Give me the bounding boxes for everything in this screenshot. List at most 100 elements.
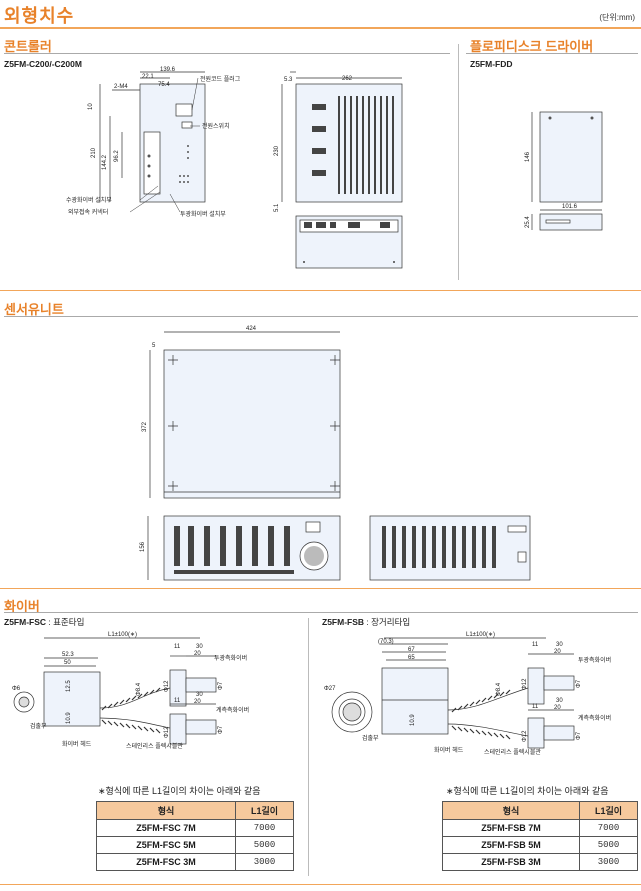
dim-2-m4: 2-M4 [114,84,128,90]
dim-75-4: 75.4 [158,82,170,88]
label-receiver-mount: 수광화이버 설치부 [66,196,112,204]
dim-25-4: 25.4 [525,216,531,228]
fiber-divider [308,618,309,876]
floppy-title: 플로피디스크 드라이버 [470,39,594,54]
row-model: Z5FM-FSB 5M [442,836,580,854]
dim-5-3: 5.3 [284,77,293,83]
fsc-dim-l1: L1±100(∗) [108,632,137,638]
fiber-rule [4,612,638,613]
table-header-row: 형식 L1길이 [442,801,638,820]
sensor-drawing: 424 5 372 156 [140,326,531,581]
fsb-model-line: Z5FM-FSB : 장거리타입 [322,616,410,628]
row-l1: 7000 [235,819,294,837]
fsb-dim-67: 67 [408,647,415,653]
dim-144-2: 144.2 [102,154,108,170]
sensor-title: 센서유니트 [4,302,64,317]
row-model: Z5FM-FSC 7M [96,819,236,837]
fsb-label-sensing: 검출부 [362,734,379,742]
controller-rule [4,53,450,54]
fsc-model: Z5FM-FSC [4,617,47,627]
label-emitter-mount: 투광화이버 설치부 [180,210,226,218]
fsb-dim-65: 65 [408,655,415,661]
fsc-label-emitter: 투광측화이버 [214,654,247,662]
fsc-dim-phi7a: Φ7 [218,681,224,690]
dim-156: 156 [140,541,146,552]
fsb-label-emitter: 투광측화이버 [578,656,611,664]
unit-label: (단위:mm) [599,13,635,22]
floppy-model: Z5FM-FDD [470,59,513,69]
fsb-label-head: 화이버 헤드 [434,746,464,754]
row-l1: 3000 [235,853,294,871]
fsb-dim-phi7a: Φ7 [576,679,582,688]
fiber-title: 화이버 [4,599,40,614]
dim-22-1: 22.1 [142,74,154,80]
fsb-dim-11b: 11 [532,704,539,710]
fsc-dim-12-5: 12.5 [66,680,72,692]
fsc-dim-phi7b: Φ7 [218,725,224,734]
fsc-dim-10-9: 10.9 [66,712,72,724]
controller-drawing: 139.6 22.1 75.4 2-M4 10 210 144.2 96.2 전… [66,67,403,269]
table-row: Z5FM-FSC 3M 3000 [96,853,294,871]
row-model: Z5FM-FSC 3M [96,853,236,871]
fsc-dim-phi8-4: Φ8.4 [136,682,142,696]
table-row: Z5FM-FSB 7M 7000 [442,819,638,837]
fsc-label-head: 화이버 헤드 [62,740,92,748]
fsb-dim-phi8-4: Φ8.4 [496,682,502,696]
fsb-label-tube: 스테인리스 플렉시블관 [484,748,541,756]
fsc-dim-50: 50 [64,660,71,666]
dim-210: 210 [91,147,97,158]
controller-title: 콘트롤러 [4,39,52,54]
table-header-model: 형식 [442,801,580,820]
sensor-header-rule [0,290,641,291]
fsc-length-table: 형식 L1길이 Z5FM-FSC 7M 7000 Z5FM-FSC 5M 500… [96,801,294,871]
fsb-dim-11a: 11 [532,642,539,648]
fsc-dim-phi12a: Φ12 [164,680,170,692]
fsc-dim-phi6: Φ6 [12,686,21,692]
dim-96-2: 96.2 [114,150,120,162]
dim-230: 230 [274,145,280,156]
floppy-rule [466,53,638,54]
table-header-l1: L1길이 [579,801,638,820]
fsc-dim-11a: 11 [174,644,181,650]
fsc-dim-30b: 30 [196,692,203,698]
floppy-top-view [539,111,603,203]
table-header-model: 형식 [96,801,236,820]
footer-rule [0,884,641,885]
fsb-type: : 장거리타입 [364,617,411,627]
controller-front-panel [143,131,161,195]
fsb-dim-phi12b: Φ12 [522,730,528,742]
dim-101-6: 101.6 [562,204,578,210]
fsb-drawing: L1±100(∗) (70.3) 67 65 11 30 20 11 30 20… [324,632,611,756]
fsc-dim-20b: 20 [194,699,201,705]
header-rule [0,27,641,29]
fsb-fiber-head [381,667,449,735]
table-header-row: 형식 L1길이 [96,801,294,820]
power-switch-icon [181,121,193,129]
fsb-length-table: 형식 L1길이 Z5FM-FSB 7M 7000 Z5FM-FSB 5M 500… [442,801,638,871]
fsc-dim-11b: 11 [174,698,181,704]
dim-5: 5 [152,343,156,349]
sensor-top-view [163,349,341,499]
table-row: Z5FM-FSB 5M 5000 [442,836,638,854]
fsb-dim-30b: 30 [556,698,563,704]
table-row: Z5FM-FSB 3M 3000 [442,853,638,871]
row-model: Z5FM-FSC 5M [96,836,236,854]
fsb-dim-phi27: Φ27 [324,686,336,692]
dim-139-6: 139.6 [160,67,176,73]
fsc-dim-20a: 20 [194,651,201,657]
row-l1: 3000 [579,853,638,871]
fsc-label-sensing: 검출부 [30,722,47,730]
label-power-switch: 전원스위치 [202,122,230,130]
fsc-label-receiver: 계측측화이버 [216,706,249,714]
fsc-label-tube: 스테인리스 플렉시블관 [126,742,183,750]
fsb-dim-l1: L1±100(∗) [466,632,495,638]
fsc-model-line: Z5FM-FSC : 표준타입 [4,616,84,628]
dim-424: 424 [246,326,257,332]
table-header-l1: L1길이 [235,801,294,820]
fsc-dim-52-3: 52.3 [62,652,74,658]
floppy-drawing: 146 101.6 25.4 [525,111,603,231]
page-title: 외형치수 [4,6,75,26]
fsb-dim-phi12a: Φ12 [522,678,528,690]
fsb-label-receiver: 계측측화이버 [578,714,611,722]
table-row: Z5FM-FSC 7M 7000 [96,819,294,837]
